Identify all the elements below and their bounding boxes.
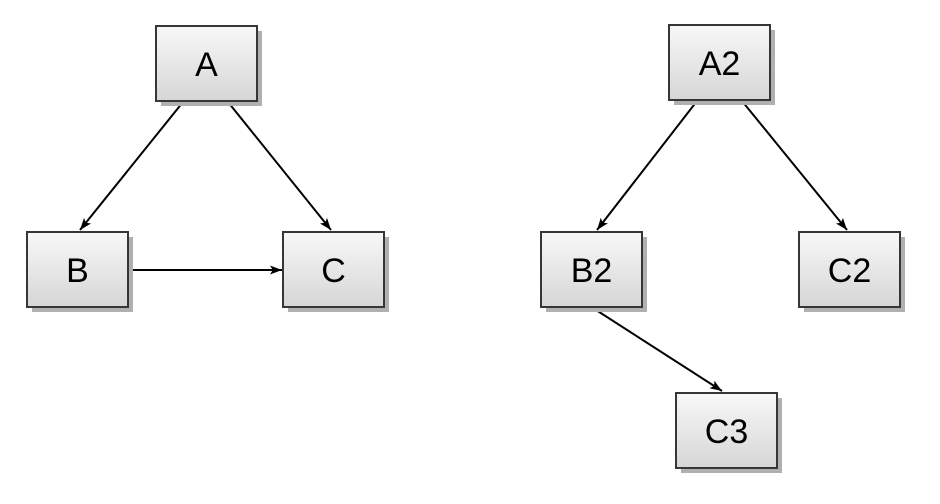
node-rect-c[interactable] bbox=[282, 231, 385, 308]
node-rect-a[interactable] bbox=[155, 25, 258, 102]
node-rect-a2[interactable] bbox=[668, 24, 771, 101]
edge-a2-b2[interactable] bbox=[596, 100, 698, 231]
node-c[interactable]: C bbox=[282, 231, 389, 312]
node-rect-c2[interactable] bbox=[798, 231, 901, 308]
node-b[interactable]: B bbox=[26, 231, 133, 312]
node-label-a2: A2 bbox=[699, 45, 741, 83]
edge-b2-c3[interactable] bbox=[592, 307, 723, 392]
node-rect-b2[interactable] bbox=[540, 231, 643, 308]
node-a2[interactable]: A2 bbox=[668, 24, 775, 105]
edge-a-b[interactable] bbox=[79, 101, 184, 231]
node-rect-c3[interactable] bbox=[675, 392, 778, 469]
node-label-c2: C2 bbox=[828, 252, 871, 290]
node-label-c3: C3 bbox=[705, 413, 748, 451]
node-a[interactable]: A bbox=[155, 25, 262, 106]
left-graph: A B C bbox=[26, 25, 389, 312]
edge-a-c[interactable] bbox=[227, 101, 332, 231]
node-b2[interactable]: B2 bbox=[540, 231, 647, 312]
node-label-a: A bbox=[195, 46, 218, 84]
node-label-b2: B2 bbox=[571, 252, 613, 290]
node-rect-b[interactable] bbox=[26, 231, 129, 308]
edge-a2-c2[interactable] bbox=[741, 100, 848, 231]
node-label-b: B bbox=[66, 252, 89, 290]
node-c3[interactable]: C3 bbox=[675, 392, 782, 473]
node-c2[interactable]: C2 bbox=[798, 231, 905, 312]
node-label-c: C bbox=[321, 252, 346, 290]
